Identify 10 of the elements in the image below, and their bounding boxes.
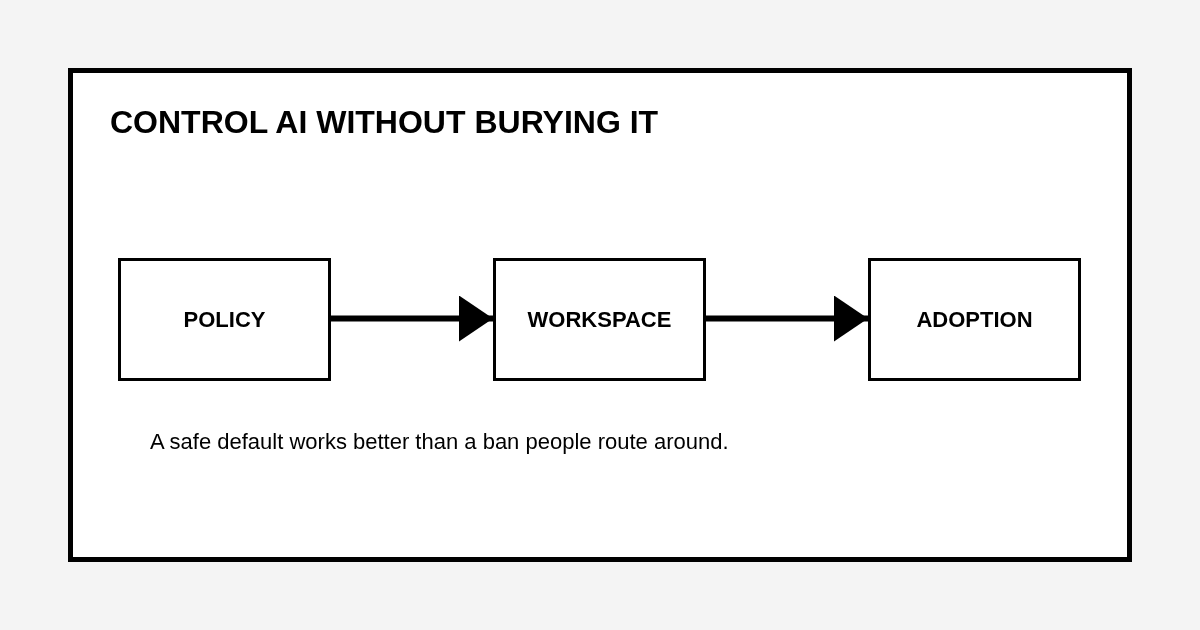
box-label: ADOPTION — [916, 306, 1033, 333]
box-label: POLICY — [183, 306, 266, 333]
box-label: WORKSPACE — [527, 306, 672, 333]
arrow — [706, 295, 868, 342]
diagram-title: CONTROL AI WITHOUT BURYING IT — [110, 104, 659, 141]
arrow — [331, 295, 493, 342]
caption: A safe default works better than a ban people route around. — [150, 429, 729, 455]
process-box — [868, 258, 1081, 381]
process-box — [493, 258, 706, 381]
process-box — [118, 258, 331, 381]
